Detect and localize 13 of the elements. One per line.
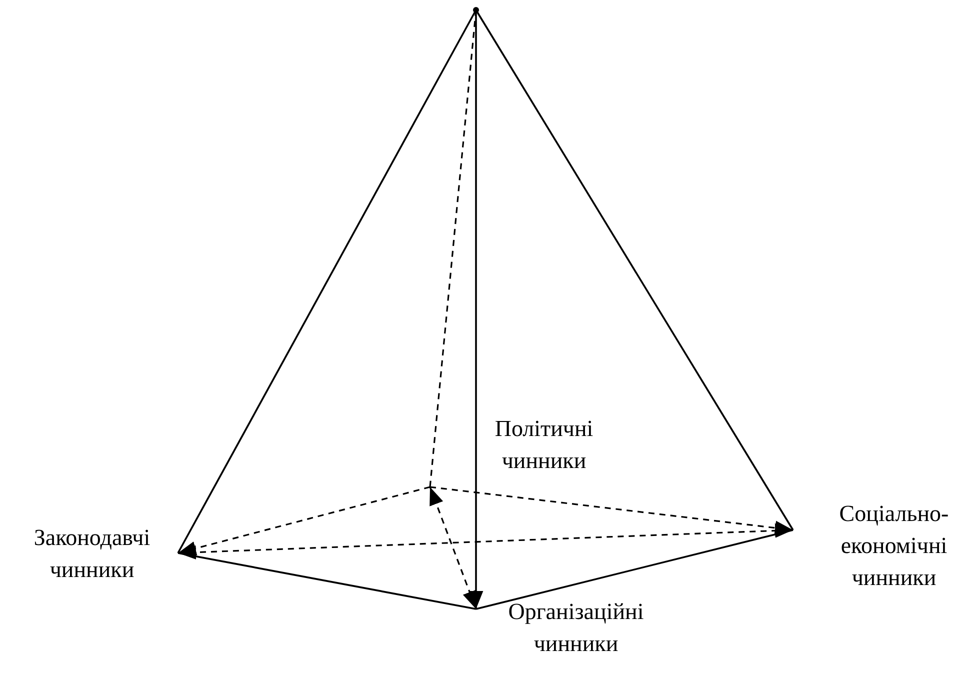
factor-label: Соціально-економічні чинники	[793, 498, 967, 602]
factor-label: Політичні чинники	[430, 413, 608, 487]
dashed-arrow	[429, 486, 477, 610]
dashed-arrow	[178, 486, 430, 556]
pyramid-edge	[177, 10, 477, 554]
dashed-arrow	[430, 486, 794, 536]
arrow	[468, 10, 484, 609]
pyramid-edge	[475, 10, 794, 530]
factor-label: Організаційні чинники	[474, 596, 678, 680]
pyramid-edge	[178, 552, 476, 610]
apex-point	[472, 6, 480, 14]
pyramid-edge	[476, 529, 794, 610]
factor-label: Законодавчі чинники	[6, 522, 178, 592]
